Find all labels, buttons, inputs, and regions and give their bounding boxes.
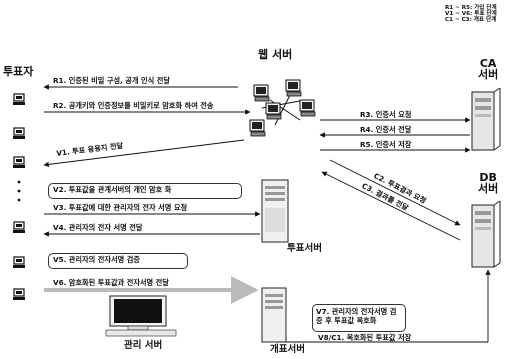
msg-r4: R4. 인증서 전달 bbox=[360, 126, 411, 133]
msg-r3: R3. 인증서 요청 bbox=[360, 111, 411, 118]
web-server-label: 웹 서버 bbox=[258, 49, 292, 60]
ellipsis-dots-icon bbox=[18, 181, 21, 202]
ca-server-label: CA 서버 bbox=[478, 58, 498, 80]
msg-v8c1: V8/C1. 복호화된 투표값 저장 bbox=[318, 334, 411, 341]
legend-count: C1 ~ C3: 개표 단계 bbox=[445, 17, 496, 23]
ca-server-icon bbox=[472, 88, 500, 150]
voter-pc-5-icon bbox=[13, 257, 25, 268]
voter-pc-3-icon bbox=[13, 157, 25, 168]
voter-label: 투표자 bbox=[3, 66, 33, 77]
admin-server-icon bbox=[106, 296, 176, 336]
msg-r5: R5. 인증서 저장 bbox=[360, 141, 411, 148]
count-server-label: 개표서버 bbox=[270, 345, 305, 355]
msg-v7: V7. 관리자의 전자서명 검증 후 투표값 복호화 bbox=[316, 308, 402, 325]
voter-pc-2-icon bbox=[13, 128, 25, 139]
msg-v4: V4. 관리자의 전자 서명 전달 bbox=[53, 224, 142, 231]
db-server-label: DB 서버 bbox=[478, 172, 498, 194]
msg-r2: R2. 공개키와 인증정보를 비밀키로 암호화 하여 전송 bbox=[53, 102, 214, 109]
db-server-icon bbox=[472, 201, 500, 267]
msg-v5: V5. 관리자의 전자서명 검증 bbox=[53, 256, 140, 263]
voter-pc-1-icon bbox=[13, 94, 25, 105]
voter-pc-6-icon bbox=[13, 289, 25, 300]
admin-server-label: 관리 서버 bbox=[124, 341, 162, 351]
msg-v6: V6. 암호화된 투표값과 전자서명 전달 bbox=[53, 279, 169, 286]
vote-server-label: 투표서버 bbox=[287, 244, 322, 254]
vote-server-icon bbox=[262, 180, 288, 242]
count-server-icon bbox=[262, 288, 286, 342]
voter-pc-4-icon bbox=[13, 222, 25, 233]
msg-v3: V3. 투표값에 대한 관리자의 전자 서명 요청 bbox=[53, 204, 187, 211]
msg-r1: R1. 인증된 비밀 구성, 공개 인식 전달 bbox=[53, 77, 170, 84]
web-server-cluster-icon bbox=[250, 80, 315, 136]
msg-v2: V2. 투표값을 관계서버의 개인 암호 화 bbox=[53, 186, 171, 193]
